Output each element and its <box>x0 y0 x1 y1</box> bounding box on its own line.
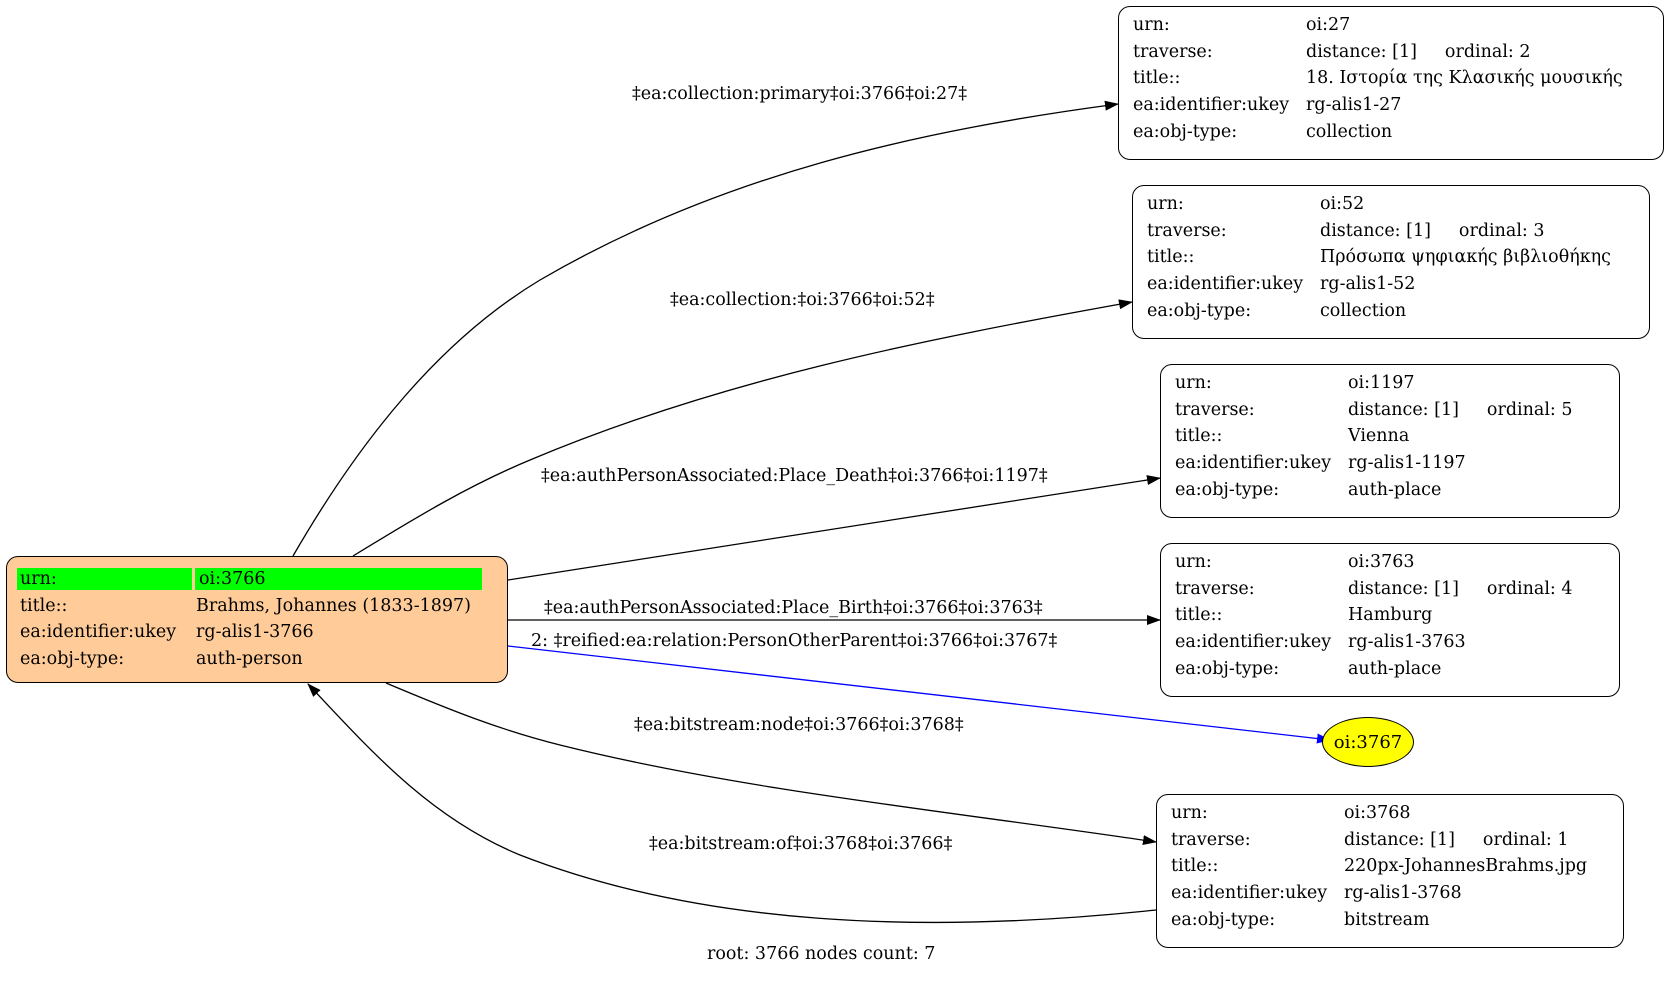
objtype-value: collection <box>1306 121 1393 142</box>
objtype-key: ea:obj-type: <box>1171 909 1276 930</box>
node-oi-1197[interactable]: urn: oi:1197 traverse: distance: [1] ordina… <box>1160 364 1620 518</box>
root-ukey-row: ea:identifier:ukey rg-alis1-3766 <box>17 619 497 646</box>
root-ukey-key: ea:identifier:ukey <box>20 622 177 643</box>
root-objtype-row: ea:obj-type: auth-person <box>17 646 497 673</box>
urn-value: oi:3768 <box>1344 803 1411 824</box>
graph-footer: root: 3766 nodes count: 7 <box>707 944 936 964</box>
urn-key: urn: <box>1147 194 1184 215</box>
title-key: title:: <box>1147 247 1195 268</box>
objtype-key: ea:obj-type: <box>1175 658 1280 679</box>
title-value: 220px-JohannesBrahms.jpg <box>1344 856 1588 877</box>
distance-value: distance: [1] <box>1306 41 1417 62</box>
objtype-value: collection <box>1320 300 1407 321</box>
edge-label-bitstream-node: ‡ea:bitstream:node‡oi:3766‡oi:3768‡ <box>634 715 964 735</box>
distance-value: distance: [1] <box>1320 220 1431 241</box>
ukey-value: rg-alis1-3768 <box>1344 883 1462 904</box>
title-key: title:: <box>1175 605 1223 626</box>
ukey-value: rg-alis1-1197 <box>1348 453 1466 474</box>
root-node-oi-3766[interactable]: urn:oi:3766 title::Brahms, Johannes (183… <box>6 556 508 683</box>
traverse-key: traverse: <box>1171 829 1251 850</box>
objtype-key: ea:obj-type: <box>1175 479 1280 500</box>
edge-label-collection: ‡ea:collection:‡oi:3766‡oi:52‡ <box>670 290 935 310</box>
edge-label-bitstream-of: ‡ea:bitstream:of‡oi:3768‡oi:3766‡ <box>649 834 953 854</box>
edge-to-oi1197 <box>507 475 1161 581</box>
ukey-value: rg-alis1-52 <box>1320 274 1416 295</box>
urn-key: urn: <box>1133 15 1170 36</box>
objtype-key: ea:obj-type: <box>1147 300 1252 321</box>
objtype-value: bitstream <box>1344 909 1430 930</box>
node-oi-3767[interactable]: oi:3767 <box>1322 717 1414 767</box>
urn-key: urn: <box>1171 803 1208 824</box>
traverse-key: traverse: <box>1133 41 1213 62</box>
root-objtype-value: auth-person <box>196 649 303 670</box>
node-oi-3763[interactable]: urn: oi:3763 traverse: distance: [1] ordina… <box>1160 543 1620 697</box>
edge-to-oi27 <box>292 100 1119 557</box>
urn-key: urn: <box>1175 552 1212 573</box>
root-ukey-value: rg-alis1-3766 <box>196 622 314 643</box>
distance-value: distance: [1] <box>1344 829 1455 850</box>
edge-label-collection-primary: ‡ea:collection:primary‡oi:3766‡oi:27‡ <box>632 84 968 104</box>
ukey-key: ea:identifier:ukey <box>1133 95 1290 116</box>
node-oi-52[interactable]: urn: oi:52 traverse: distance: [1] ordinal:… <box>1132 185 1650 339</box>
urn-value: oi:3763 <box>1348 552 1415 573</box>
urn-value: oi:1197 <box>1348 373 1415 394</box>
urn-key: urn: <box>1175 373 1212 394</box>
root-title-value: Brahms, Johannes (1833-1897) <box>196 595 471 616</box>
title-value: Vienna <box>1348 426 1410 447</box>
ukey-key: ea:identifier:ukey <box>1171 883 1328 904</box>
ordinal-value: ordinal: 4 <box>1486 578 1573 599</box>
ukey-key: ea:identifier:ukey <box>1175 453 1332 474</box>
ordinal-value: ordinal: 5 <box>1486 399 1573 420</box>
title-value: Hamburg <box>1348 605 1433 626</box>
edge-to-oi3768 <box>385 682 1157 846</box>
urn-value: oi:52 <box>1320 194 1365 215</box>
ukey-key: ea:identifier:ukey <box>1147 274 1304 295</box>
ukey-key: ea:identifier:ukey <box>1175 632 1332 653</box>
root-urn-row: urn:oi:3766 <box>17 566 497 593</box>
node-oi-27[interactable]: urn: oi:27 traverse: distance: [1] ordinal:… <box>1118 6 1664 160</box>
root-urn-value: oi:3766 <box>195 568 482 591</box>
traverse-key: traverse: <box>1175 399 1255 420</box>
title-key: title:: <box>1133 68 1181 89</box>
edge-label-reified-parent: 2: ‡reified:ea:relation:PersonOtherParen… <box>531 631 1058 651</box>
ordinal-value: ordinal: 1 <box>1482 829 1569 850</box>
edge-from-oi3768 <box>307 683 1157 924</box>
title-value: Πρόσωπα ψηφιακής βιβλιοθήκης <box>1320 247 1611 268</box>
ordinal-value: ordinal: 3 <box>1458 220 1545 241</box>
root-objtype-key: ea:obj-type: <box>20 649 125 670</box>
edge-to-oi52 <box>352 299 1133 557</box>
root-title-key: title:: <box>20 595 68 616</box>
title-key: title:: <box>1171 856 1219 877</box>
objtype-value: auth-place <box>1348 658 1442 679</box>
node-oi-3768[interactable]: urn: oi:3768 traverse: distance: [1] ordina… <box>1156 794 1624 948</box>
urn-value: oi:27 <box>1306 15 1351 36</box>
traverse-key: traverse: <box>1147 220 1227 241</box>
edge-to-oi3767 <box>507 645 1331 744</box>
distance-value: distance: [1] <box>1348 399 1459 420</box>
root-title-row: title::Brahms, Johannes (1833-1897) <box>17 593 497 620</box>
ordinal-value: ordinal: 2 <box>1444 41 1531 62</box>
ukey-value: rg-alis1-27 <box>1306 95 1402 116</box>
edge-label-place-death: ‡ea:authPersonAssociated:Place_Death‡oi:… <box>541 466 1048 486</box>
objtype-key: ea:obj-type: <box>1133 121 1238 142</box>
root-urn-key: urn: <box>17 568 192 591</box>
title-value: 18. Ιστορία της Κλασικής μουσικής <box>1306 68 1623 89</box>
objtype-value: auth-place <box>1348 479 1442 500</box>
traverse-key: traverse: <box>1175 578 1255 599</box>
distance-value: distance: [1] <box>1348 578 1459 599</box>
edge-label-place-birth: ‡ea:authPersonAssociated:Place_Birth‡oi:… <box>544 598 1043 618</box>
title-key: title:: <box>1175 426 1223 447</box>
ukey-value: rg-alis1-3763 <box>1348 632 1466 653</box>
